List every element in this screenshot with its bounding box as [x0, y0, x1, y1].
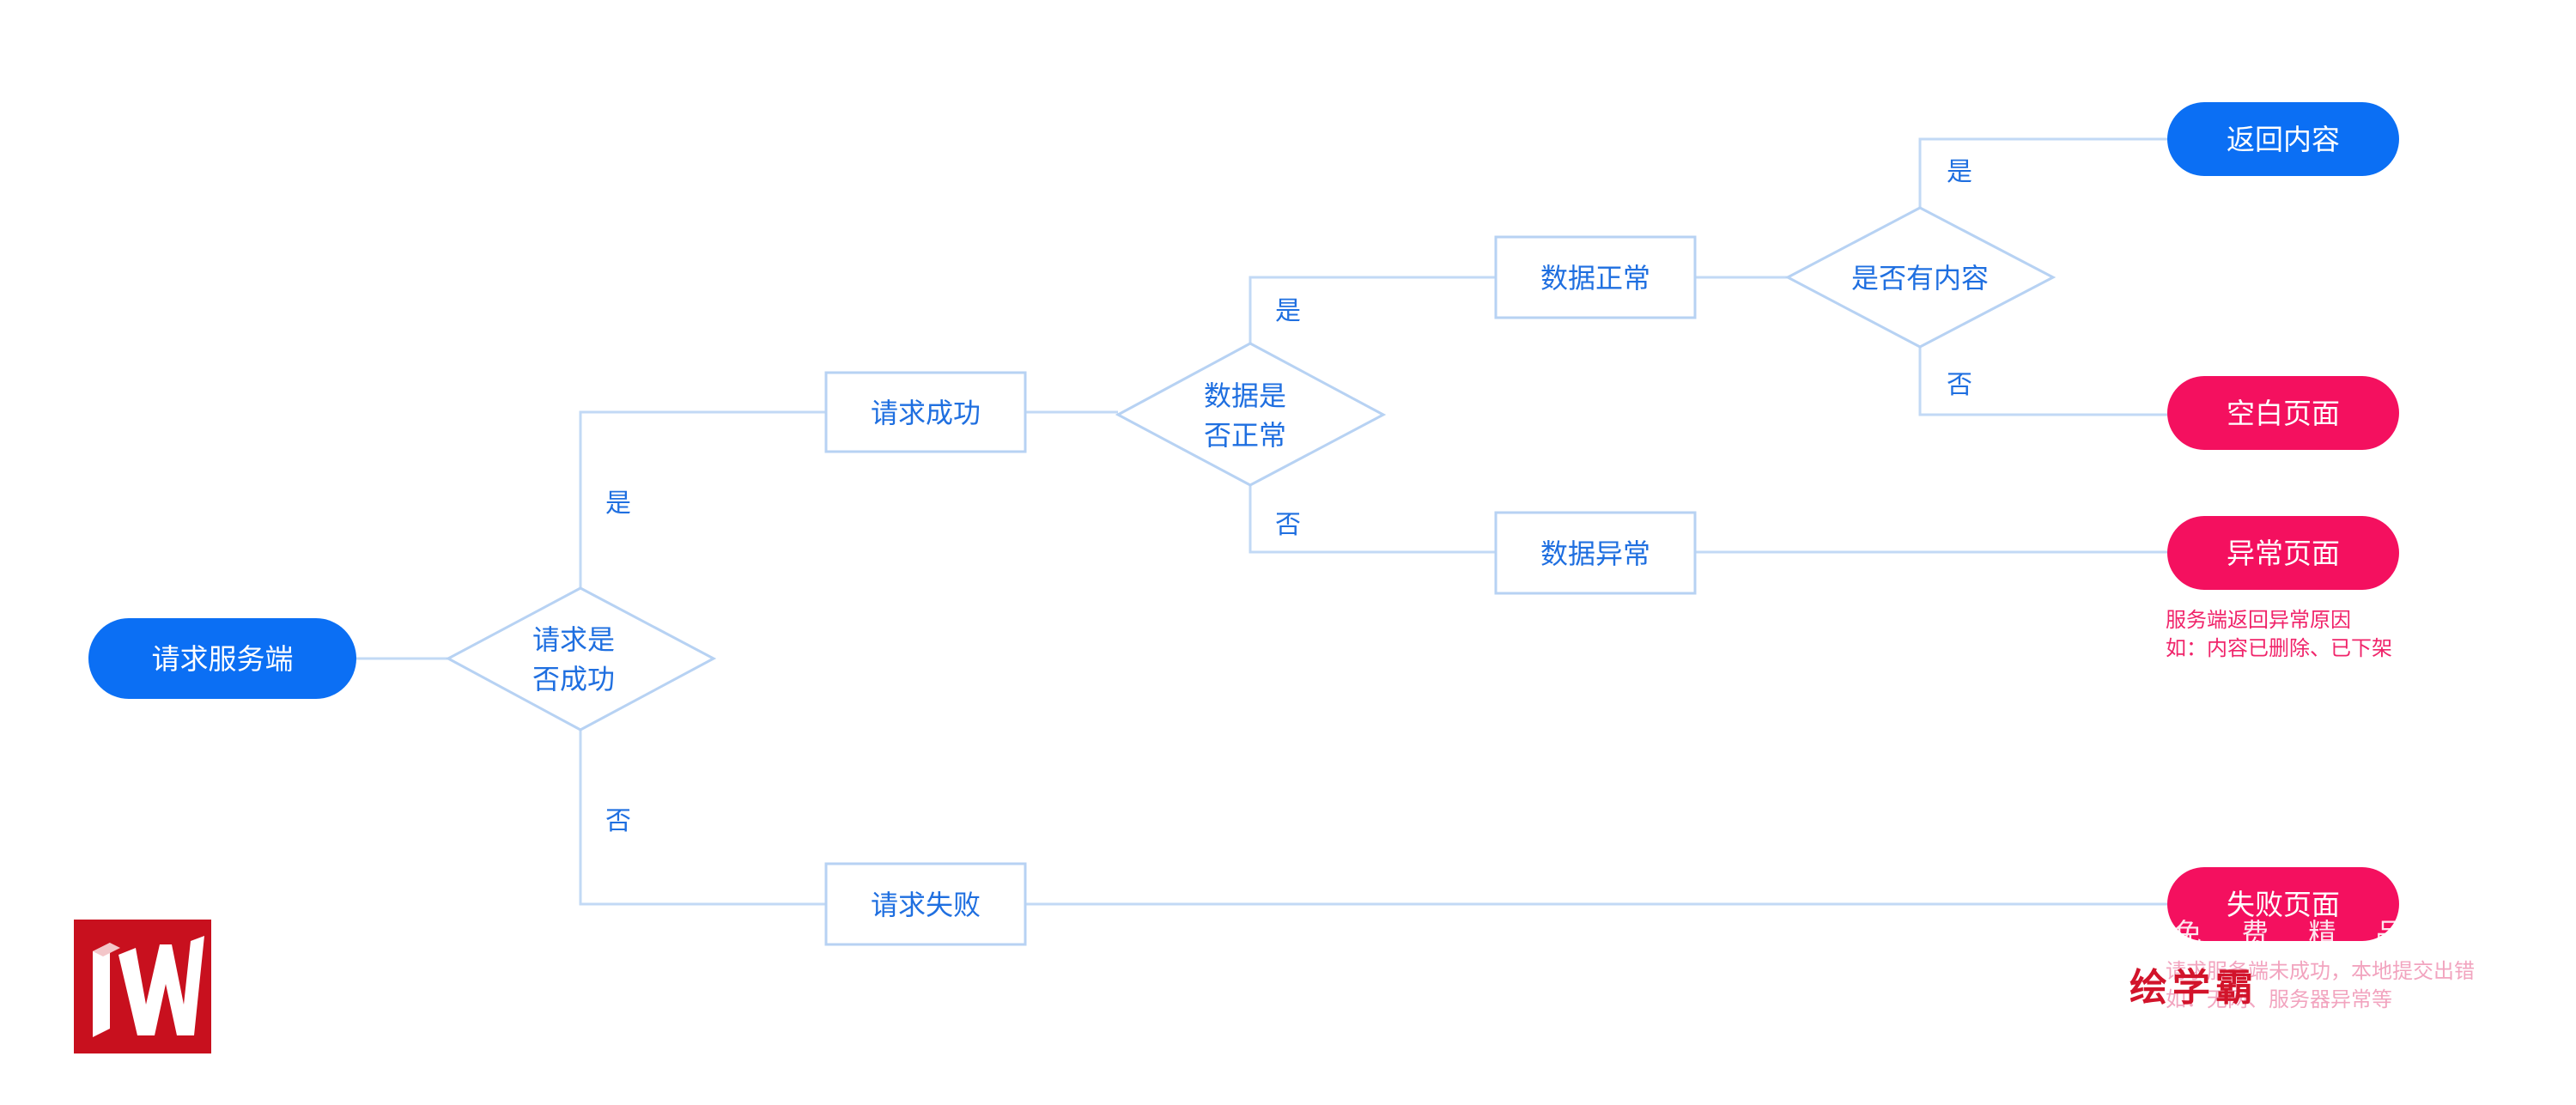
- terminal-fail-page[interactable]: 失败页面: [2167, 867, 2399, 941]
- decision-data-normal[interactable]: 数据是 否正常: [1115, 342, 1387, 487]
- edge-label-normal-yes: 是: [1275, 296, 1301, 326]
- decision-data-normal-label-line2: 否正常: [1204, 419, 1286, 452]
- decision-data-normal-label-line1: 数据是: [1204, 379, 1286, 412]
- note-fail-page-line1: 请求服务端未成功，本地提交出错: [2166, 959, 2475, 983]
- watermark-tagline: 免 费 精 品: [2174, 917, 2419, 950]
- start-node-label: 请求服务端: [152, 642, 294, 676]
- edge-content-yes: [1918, 137, 2167, 208]
- brand-logo: [74, 920, 211, 1053]
- terminal-fail-page-label: 失败页面: [2227, 888, 2340, 921]
- edge-label-content-yes: 是: [1947, 157, 1972, 187]
- note-fail-page-line2: 如：无网、服务器异常等: [2166, 987, 2392, 1011]
- edge-labels: 是 否 是 否 是 否: [605, 157, 1972, 836]
- decision-has-content-label: 是否有内容: [1851, 262, 1989, 294]
- decision-request-success-label-line1: 请求是: [532, 623, 615, 656]
- edge-label-content-no: 否: [1947, 370, 1972, 400]
- box-data-normal-label: 数据正常: [1540, 262, 1650, 294]
- connectors: [356, 137, 2167, 906]
- terminal-blank-page[interactable]: 空白页面: [2167, 376, 2399, 450]
- edge-label-success-yes: 是: [605, 489, 631, 519]
- edge-label-normal-no: 否: [1275, 510, 1301, 540]
- terminal-return-content[interactable]: 返回内容: [2167, 102, 2399, 176]
- note-fail-page: 请求服务端未成功，本地提交出错 如：无网、服务器异常等: [2166, 959, 2475, 1011]
- terminal-return-content-label: 返回内容: [2227, 123, 2340, 156]
- edge-content-no: [1918, 347, 2167, 416]
- note-error-page-line2: 如：内容已删除、已下架: [2166, 636, 2392, 660]
- decision-request-success[interactable]: 请求是 否成功: [445, 586, 717, 732]
- box-request-fail-label: 请求失败: [871, 889, 981, 921]
- box-request-success-label: 请求成功: [871, 397, 981, 429]
- decision-has-content[interactable]: 是否有内容: [1784, 206, 2057, 349]
- watermark: 免 费 精 品 绘学霸: [2129, 917, 2419, 1010]
- watermark-brand: 绘学霸: [2129, 966, 2258, 1010]
- edge-success-yes: [579, 410, 826, 588]
- note-error-page: 服务端返回异常原因 如：内容已删除、已下架: [2166, 608, 2392, 660]
- terminal-error-page-label: 异常页面: [2227, 537, 2340, 570]
- edge-label-success-no: 否: [605, 806, 631, 836]
- edge-normal-no: [1249, 485, 1496, 554]
- box-data-abnormal-label: 数据异常: [1540, 537, 1650, 570]
- edge-normal-yes: [1249, 276, 1496, 343]
- terminal-error-page[interactable]: 异常页面: [2167, 516, 2399, 590]
- box-request-fail[interactable]: 请求失败: [824, 862, 1027, 946]
- box-data-normal[interactable]: 数据正常: [1494, 235, 1697, 319]
- edge-success-no: [579, 730, 826, 906]
- decision-request-success-label-line2: 否成功: [532, 663, 615, 695]
- box-request-success[interactable]: 请求成功: [824, 371, 1027, 453]
- start-node[interactable]: 请求服务端: [88, 618, 356, 699]
- terminal-blank-page-label: 空白页面: [2227, 397, 2340, 430]
- note-error-page-line1: 服务端返回异常原因: [2166, 608, 2351, 632]
- box-data-abnormal[interactable]: 数据异常: [1494, 511, 1697, 595]
